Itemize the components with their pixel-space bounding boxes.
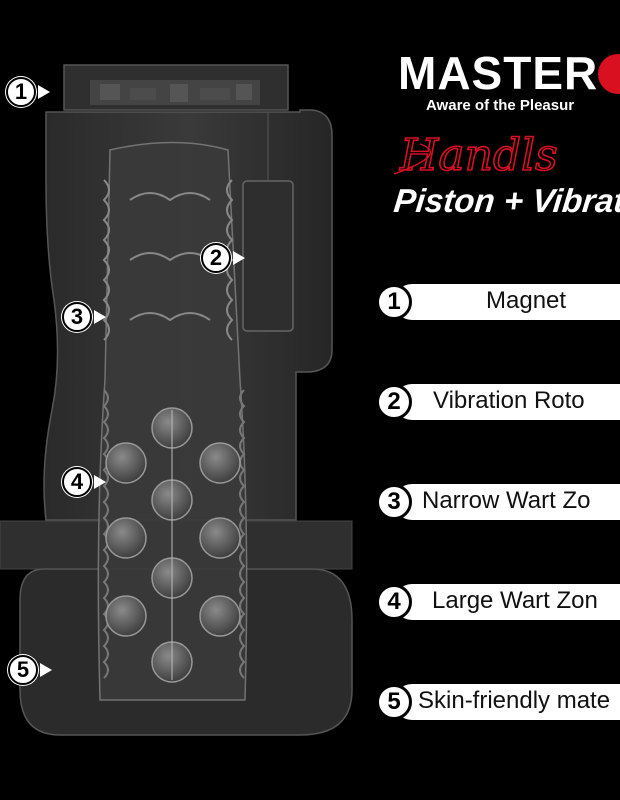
brand-logo-text: MASTER- xyxy=(398,47,615,99)
callout-3: 3 xyxy=(62,302,106,332)
callout-number: 4 xyxy=(62,467,92,497)
callout-1: 1 xyxy=(6,77,50,107)
feature-label: Large Wart Zon xyxy=(432,587,598,614)
callout-5: 5 xyxy=(8,655,52,685)
callout-number: 3 xyxy=(62,302,92,332)
brand-header: MASTER- Aware of the Pleasur Handls Pist… xyxy=(390,40,620,230)
feature-number: 2 xyxy=(376,384,412,420)
callout-2: 2 xyxy=(201,243,245,273)
feature-label: Skin-friendly mate xyxy=(418,687,611,714)
brand-logo-mark xyxy=(598,54,620,94)
callout-number: 1 xyxy=(6,77,36,107)
feature-label: Magnet xyxy=(486,287,567,314)
inner-sleeve xyxy=(97,141,248,701)
feature-list: 1 Magnet 2 Vibration Roto 3 Narrow Wart … xyxy=(376,0,620,800)
arrow-right-icon xyxy=(233,251,245,265)
brand-tagline: Aware of the Pleasur xyxy=(426,97,575,114)
callout-number: 5 xyxy=(8,655,38,685)
callout-4: 4 xyxy=(62,467,106,497)
arrow-right-icon xyxy=(94,475,106,489)
magnet-cap xyxy=(63,64,289,111)
brand-script-logo: Handls xyxy=(393,129,559,182)
arrow-right-icon xyxy=(38,85,50,99)
feature-label: Vibration Roto xyxy=(433,387,585,414)
feature-number: 4 xyxy=(376,584,412,620)
feature-number: 1 xyxy=(376,284,412,320)
callout-number: 2 xyxy=(201,243,231,273)
feature-label: Narrow Wart Zo xyxy=(422,487,591,514)
feature-number: 5 xyxy=(376,684,412,720)
product-illustration xyxy=(0,64,353,736)
arrow-right-icon xyxy=(40,663,52,677)
arrow-right-icon xyxy=(94,310,106,324)
feature-number: 3 xyxy=(376,484,412,520)
brand-script-text: Handls xyxy=(399,130,558,181)
